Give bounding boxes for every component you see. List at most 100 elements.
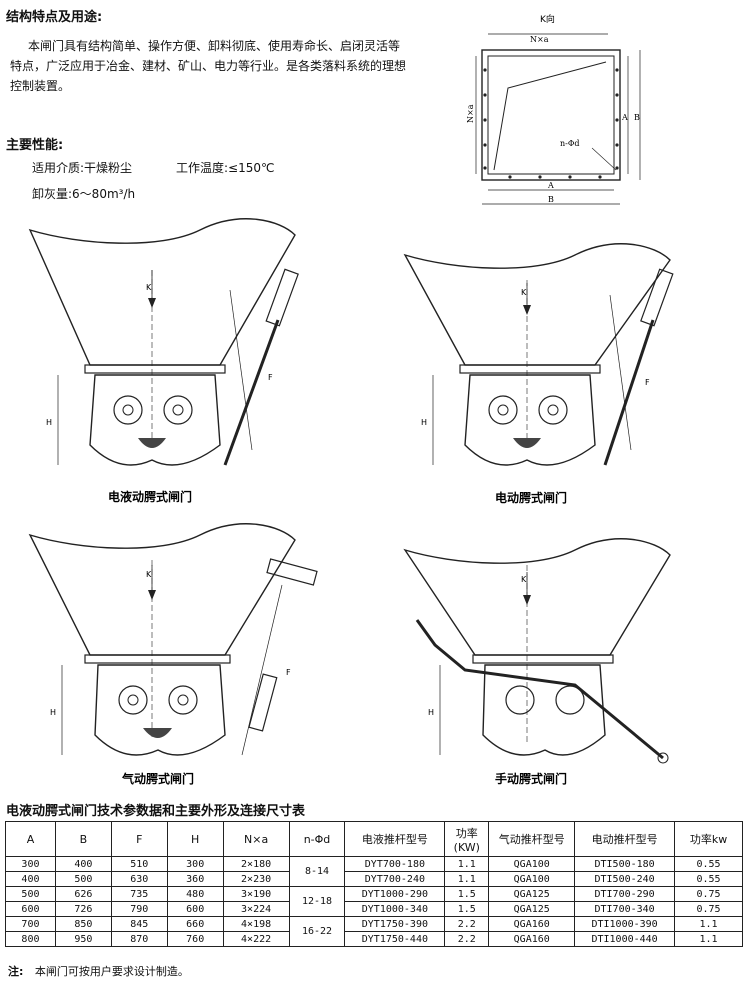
cell: 630: [110, 871, 168, 887]
cell: 850: [54, 916, 112, 932]
cell: 1.5: [444, 901, 490, 917]
k-view-title: K向: [540, 13, 555, 25]
cell: 1.1: [444, 856, 490, 872]
performance-heading: 主要性能:: [6, 138, 64, 153]
cell: 1.1: [674, 916, 743, 932]
cell: 4×222: [222, 931, 290, 947]
diagram1-f-label: F: [268, 373, 273, 382]
cell: 3×224: [222, 901, 290, 917]
cell: 700: [5, 916, 56, 932]
header-b: B: [54, 821, 112, 857]
cell: QGA100: [488, 856, 576, 872]
diagram-manual: K H 手动腭式闸门: [403, 538, 671, 786]
header-h: H: [166, 821, 224, 857]
diagram3-h-label: H: [50, 708, 56, 717]
k-view-dim-b-bottom: B: [548, 195, 554, 204]
features-heading: 结构特点及用途:: [6, 10, 103, 25]
cell: DTI700-340: [574, 901, 676, 917]
note: 注: 本闸门可按用户要求设计制造。: [8, 963, 189, 979]
cell: 726: [54, 901, 112, 917]
cell: 2.2: [444, 931, 490, 947]
features-line-3: 控制装置。: [10, 79, 71, 93]
diagram1-k-label: K: [146, 283, 152, 292]
cell: DTI1000-440: [574, 931, 676, 947]
cell: 500: [54, 871, 112, 887]
cell: 870: [110, 931, 168, 947]
k-view-hole-label: n-Φd: [560, 139, 580, 148]
diagram3-caption: 气动腭式闸门: [121, 771, 194, 786]
cell: 735: [110, 886, 168, 902]
features-line-2: 特点，广泛应用于冶金、建材、矿山、电力等行业。是各类落料系统的理想: [10, 59, 407, 73]
cell: 300: [166, 856, 224, 872]
cell: QGA125: [488, 886, 576, 902]
cell: 845: [110, 916, 168, 932]
cell: DYT1750-440: [344, 931, 446, 947]
k-view-dim-top: N×a: [530, 35, 549, 44]
cell: 660: [166, 916, 224, 932]
cell: QGA160: [488, 916, 576, 932]
cell: 12-18: [288, 886, 346, 917]
diagram4-k-label: K: [521, 575, 527, 584]
diagram2-k-label: K: [521, 288, 527, 297]
cell: 360: [166, 871, 224, 887]
cell: 626: [54, 886, 112, 902]
table-row: 600 726 790 600 3×224 DYT1000-340 1.5 QG…: [5, 901, 743, 917]
cell: 3×190: [222, 886, 290, 902]
table-title: 电液动腭式闸门技术参数据和主要外形及连接尺寸表: [6, 804, 306, 819]
cell: 2.2: [444, 916, 490, 932]
diagram-electro-hydraulic: K H F 电液动腭式闸门: [28, 218, 299, 504]
cell: 400: [54, 856, 112, 872]
note-text: 本闸门可按用户要求设计制造。: [34, 965, 189, 978]
cell: DTI500-180: [574, 856, 676, 872]
diagram1-caption: 电液动腭式闸门: [108, 489, 192, 504]
diagram2-h-label: H: [421, 418, 427, 427]
k-view-dim-a-bottom: A: [547, 181, 554, 190]
cell: 790: [110, 901, 168, 917]
diagram2-caption: 电动腭式闸门: [495, 490, 567, 505]
table-row: 400 500 630 360 2×230 DYT700-240 1.1 QGA…: [5, 871, 743, 887]
table-row: 500 626 735 480 3×190 12-18 DYT1000-290 …: [5, 886, 743, 917]
header-power-kw: 功率(KW): [444, 821, 490, 857]
cell: 400: [5, 871, 56, 887]
performance-temperature: 工作温度:≤150℃: [176, 161, 275, 175]
cell: DYT700-240: [344, 871, 446, 887]
cell: DTI500-240: [574, 871, 676, 887]
header-nxa: N×a: [222, 821, 290, 857]
cell: 1.1: [674, 931, 743, 947]
performance-medium: 适用介质:干燥粉尘: [32, 161, 133, 175]
cell: 950: [54, 931, 112, 947]
cell: 0.75: [674, 886, 743, 902]
cell: 600: [5, 901, 56, 917]
cell: 1.5: [444, 886, 490, 902]
cell: 2×230: [222, 871, 290, 887]
cell: QGA100: [488, 871, 576, 887]
cell: 300: [5, 856, 56, 872]
cell: 0.55: [674, 871, 743, 887]
diagram4-caption: 手动腭式闸门: [495, 771, 567, 786]
cell: 510: [110, 856, 168, 872]
diagram4-h-label: H: [428, 708, 434, 717]
cell: 4×198: [222, 916, 290, 932]
cell: 2×180: [222, 856, 290, 872]
diagram3-k-label: K: [146, 570, 152, 579]
cell: 1.1: [444, 871, 490, 887]
cell: 480: [166, 886, 224, 902]
cell: 0.75: [674, 901, 743, 917]
cell: 800: [5, 931, 56, 947]
cell: 600: [166, 901, 224, 917]
diagram1-h-label: H: [46, 418, 52, 427]
cell: 500: [5, 886, 56, 902]
features-text: 本闸门具有结构简单、操作方便、卸料彻底、使用寿命长、启闭灵活等 特点，广泛应用于…: [10, 36, 450, 96]
header-pneumatic-model: 气动推杆型号: [488, 821, 576, 857]
table-row: 800 950 870 760 4×222 DYT1750-440 2.2 QG…: [5, 931, 743, 947]
diagram-electric: K H F 电动腭式闸门: [403, 243, 674, 505]
k-view-dim-b-right: B: [634, 113, 640, 122]
table-row: 300 400 510 300 2×180 8-14 DYT700-180 1.…: [5, 856, 743, 887]
k-view-dim-a-right: A: [621, 113, 628, 122]
header-f: F: [110, 821, 168, 857]
cell: 760: [166, 931, 224, 947]
cell: QGA160: [488, 931, 576, 947]
table-row: 700 850 845 660 4×198 16-22 DYT1750-390 …: [5, 916, 743, 947]
diagram3-f-label: F: [286, 668, 291, 677]
performance-capacity: 卸灰量:6～80m³/h: [32, 187, 136, 201]
